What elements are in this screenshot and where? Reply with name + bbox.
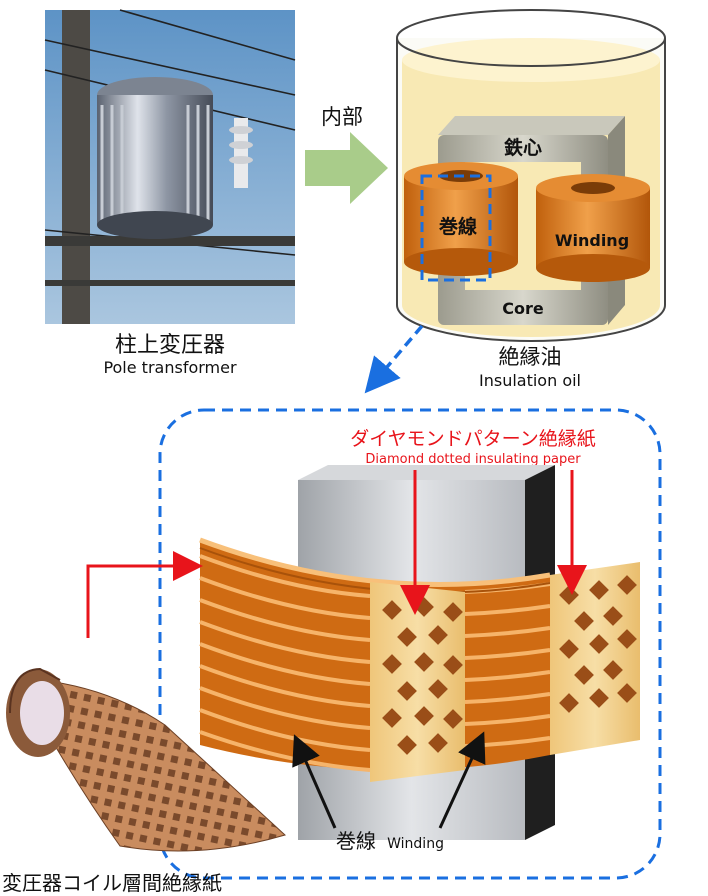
inside-arrow [305, 132, 388, 204]
roll-to-winding-arrow [86, 551, 203, 638]
zoom-connector-arrow [364, 324, 424, 394]
winding-bottom-en: Winding [387, 836, 444, 852]
winding-bottom-jp: 巻線 [336, 829, 376, 853]
core-label-en: Core [502, 299, 544, 318]
oil-label-jp: 絶縁油 [499, 345, 562, 369]
detail-panel-border [158, 408, 662, 880]
right-winding [536, 174, 650, 282]
winding-arrow-right [438, 731, 486, 829]
zoom-region-box [420, 174, 492, 282]
paper-label-en: Diamond dotted insulating paper [365, 452, 581, 467]
oil-label-en: Insulation oil [479, 371, 581, 390]
pole-label-en: Pole transformer [103, 358, 237, 377]
paper-strip-middle [370, 582, 465, 782]
paper-roll [6, 667, 286, 852]
paper-label-jp: ダイヤモンドパターン絶縁紙 [350, 428, 595, 450]
winding-bottom-label: 巻線 Winding [336, 829, 444, 853]
inside-label: 内部 [321, 105, 363, 129]
pole-label-jp: 柱上変圧器 [115, 333, 225, 358]
pole-transformer-photo [44, 9, 296, 324]
winding-arrow-left [292, 734, 337, 829]
paper-strip-right [550, 562, 640, 755]
roll-label-jp: 変圧器コイル層間絶縁紙 [2, 871, 222, 895]
winding-label-jp: 巻線 [438, 215, 477, 238]
winding-label-en: Winding [555, 231, 629, 250]
core-label-jp: 鉄心 [504, 136, 542, 159]
